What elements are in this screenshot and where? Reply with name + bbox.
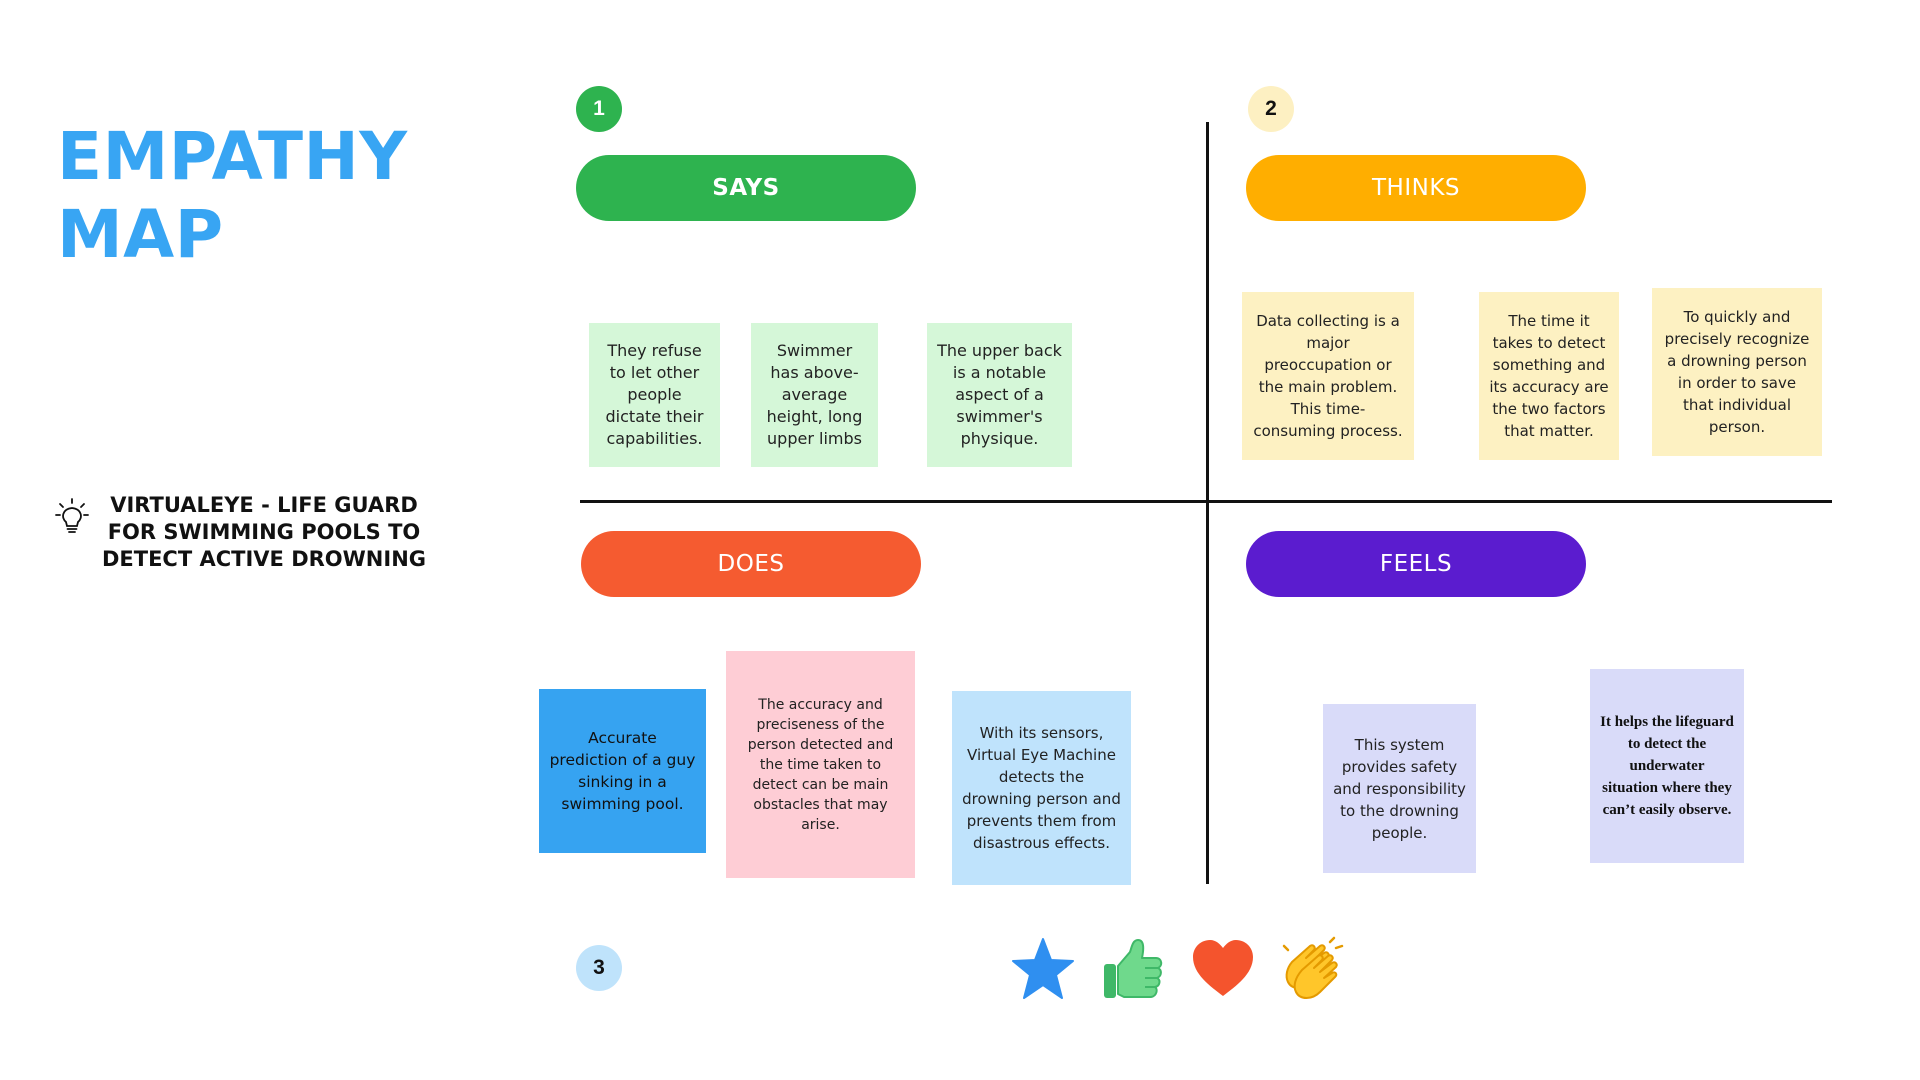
vertical-divider bbox=[1206, 122, 1209, 884]
note-text: The accuracy and preciseness of the pers… bbox=[747, 696, 894, 833]
note-text: Swimmer has above-average height, long u… bbox=[766, 341, 863, 448]
thinks-note-2: The time it takes to detect something an… bbox=[1479, 292, 1619, 460]
note-text: This system provides safety and responsi… bbox=[1333, 735, 1466, 842]
quadrant-number-2: 2 bbox=[1248, 86, 1294, 132]
subtitle-text: VIRTUALEYE - LIFE GUARD FOR SWIMMING POO… bbox=[101, 493, 427, 571]
clapping-hands-icon[interactable] bbox=[1280, 936, 1346, 1002]
says-note-3: The upper back is a notable aspect of a … bbox=[927, 323, 1072, 467]
note-text: Accurate prediction of a guy sinking in … bbox=[549, 729, 696, 813]
note-text: It helps the lifeguard to detect the und… bbox=[1600, 714, 1734, 818]
thinks-header: THINKS bbox=[1246, 155, 1586, 221]
thinks-note-3: To quickly and precisely recognize a dro… bbox=[1652, 288, 1822, 456]
heart-icon[interactable] bbox=[1190, 936, 1256, 1002]
note-text: Data collecting is a major preoccupation… bbox=[1253, 312, 1403, 440]
says-header: SAYS bbox=[576, 155, 916, 221]
feels-header: FEELS bbox=[1246, 531, 1586, 597]
note-text: The time it takes to detect something an… bbox=[1489, 312, 1609, 440]
title-line-2: MAP bbox=[57, 196, 224, 273]
quadrant-number-3: 3 bbox=[576, 945, 622, 991]
does-note-3: With its sensors, Virtual Eye Machine de… bbox=[952, 691, 1131, 885]
does-note-1: Accurate prediction of a guy sinking in … bbox=[539, 689, 706, 853]
thinks-note-1: Data collecting is a major preoccupation… bbox=[1242, 292, 1414, 460]
note-text: They refuse to let other people dictate … bbox=[605, 341, 704, 448]
star-icon[interactable] bbox=[1010, 936, 1076, 1002]
page-title: EMPATHY MAP bbox=[57, 118, 517, 274]
thumbs-up-icon[interactable] bbox=[1100, 936, 1166, 1002]
note-text: The upper back is a notable aspect of a … bbox=[937, 341, 1062, 448]
horizontal-divider bbox=[580, 500, 1832, 503]
says-note-1: They refuse to let other people dictate … bbox=[589, 323, 720, 467]
reaction-bar bbox=[1010, 936, 1346, 1002]
note-text: To quickly and precisely recognize a dro… bbox=[1664, 308, 1810, 436]
quadrant-number-1: 1 bbox=[576, 86, 622, 132]
note-text: With its sensors, Virtual Eye Machine de… bbox=[962, 724, 1121, 852]
does-header: DOES bbox=[581, 531, 921, 597]
project-subtitle: VIRTUALEYE - LIFE GUARD FOR SWIMMING POO… bbox=[55, 492, 455, 573]
feels-note-2: It helps the lifeguard to detect the und… bbox=[1590, 669, 1744, 863]
says-note-2: Swimmer has above-average height, long u… bbox=[751, 323, 878, 467]
lightbulb-icon bbox=[55, 498, 89, 533]
title-line-1: EMPATHY bbox=[57, 118, 408, 195]
does-note-2: The accuracy and preciseness of the pers… bbox=[726, 651, 915, 878]
feels-note-1: This system provides safety and responsi… bbox=[1323, 704, 1476, 873]
